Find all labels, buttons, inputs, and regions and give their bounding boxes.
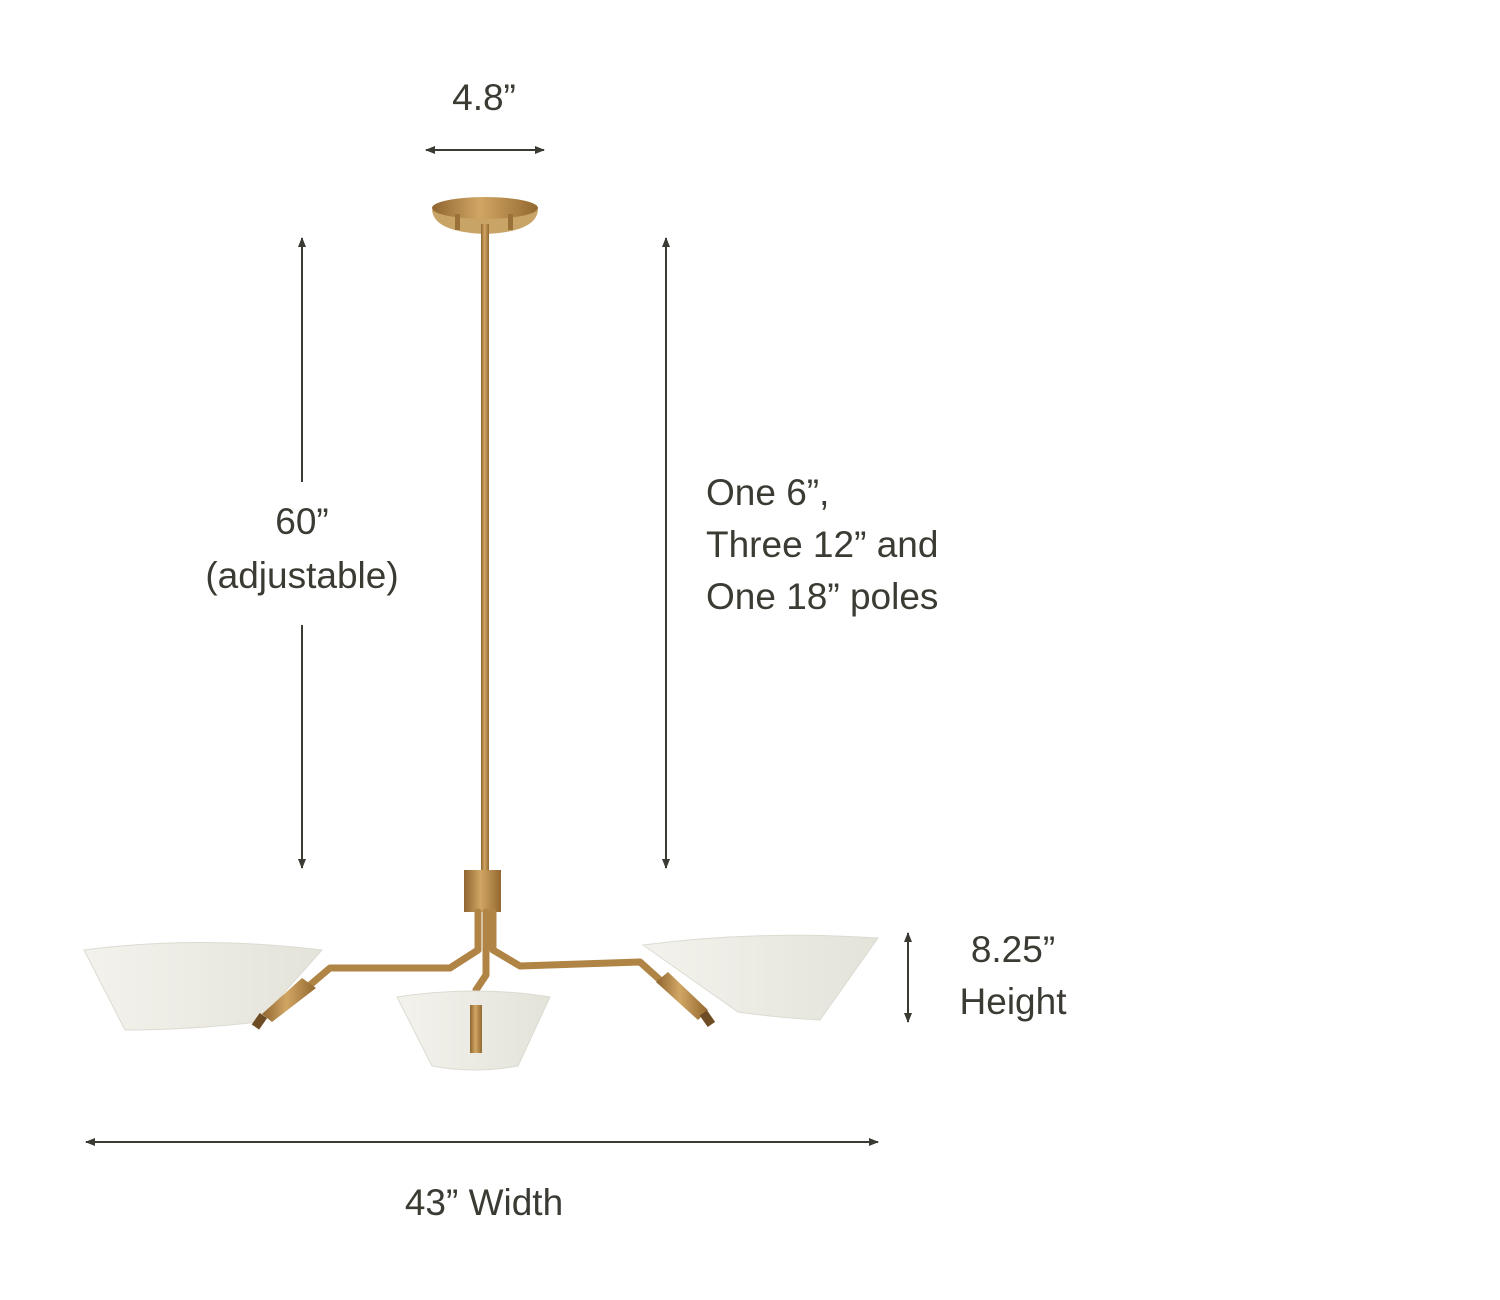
left-socket	[262, 978, 316, 1022]
shade-height-label: Height	[959, 981, 1067, 1022]
poles-line-2: Three 12” and	[706, 524, 939, 565]
canopy	[432, 197, 538, 234]
stem	[481, 224, 489, 872]
length-note: (adjustable)	[205, 555, 399, 596]
width-label: 43” Width	[404, 1182, 564, 1223]
length-label: 60”	[275, 501, 329, 542]
hub	[464, 870, 501, 912]
poles-line-1: One 6”,	[706, 472, 830, 513]
poles-line-3: One 18” poles	[706, 576, 939, 617]
right-socket	[656, 972, 708, 1020]
left-shade	[83, 942, 324, 1031]
center-socket	[470, 1005, 482, 1053]
canopy-width-label: 4.8”	[452, 77, 516, 118]
shade-height-value: 8.25”	[970, 929, 1056, 970]
right-shade	[641, 934, 879, 1021]
